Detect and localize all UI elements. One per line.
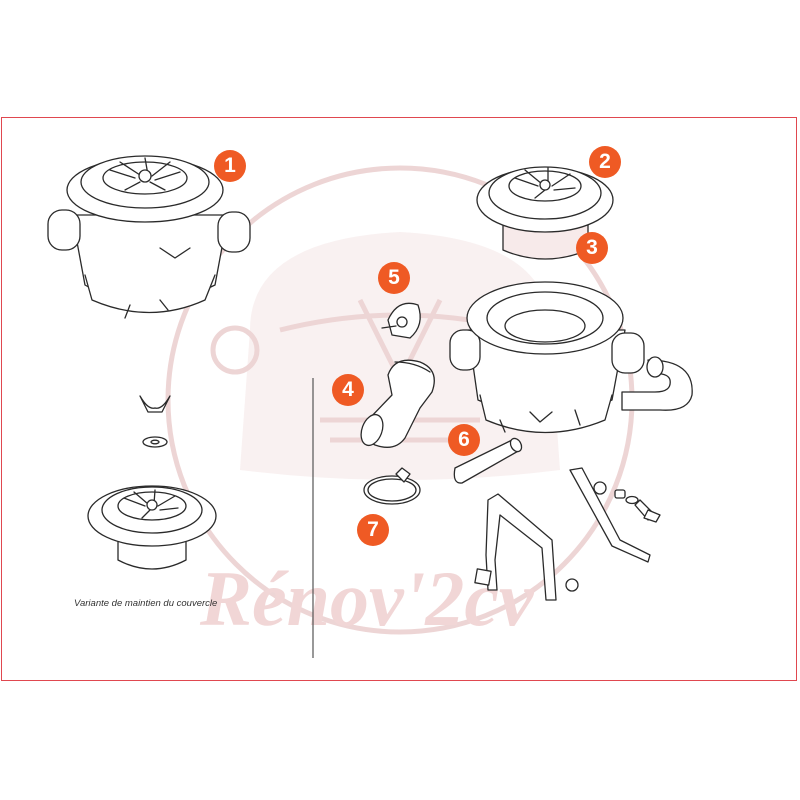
callout-badge-5: 5 xyxy=(378,262,410,294)
callout-badge-7: 7 xyxy=(357,514,389,546)
air-filter-housing xyxy=(449,281,645,434)
variant-caption: Variante de maintien du couvercle xyxy=(74,598,218,609)
part-7-hose-clamp xyxy=(363,467,421,505)
callout-badge-4: 4 xyxy=(332,374,364,406)
part-1-air-filter-assembly xyxy=(47,155,251,319)
mounting-bracket xyxy=(474,493,579,601)
linkage-rod-and-bolts xyxy=(569,467,661,563)
part-6-tube xyxy=(453,437,523,484)
callout-badge-3: 3 xyxy=(576,232,608,264)
watermark-brand-text: Rénov'2cv xyxy=(199,555,535,642)
variant-lid xyxy=(87,485,217,570)
callout-badge-2: 2 xyxy=(589,146,621,178)
callout-badge-1: 1 xyxy=(214,150,246,182)
callout-badge-6: 6 xyxy=(448,424,480,456)
side-hose xyxy=(621,356,693,411)
diagram-frame xyxy=(1,117,797,681)
part-2-filter-lid xyxy=(476,166,614,260)
wing-nut-and-washer xyxy=(139,395,171,448)
part-5-clip xyxy=(381,302,421,339)
part-4-elbow-hose xyxy=(360,359,435,448)
